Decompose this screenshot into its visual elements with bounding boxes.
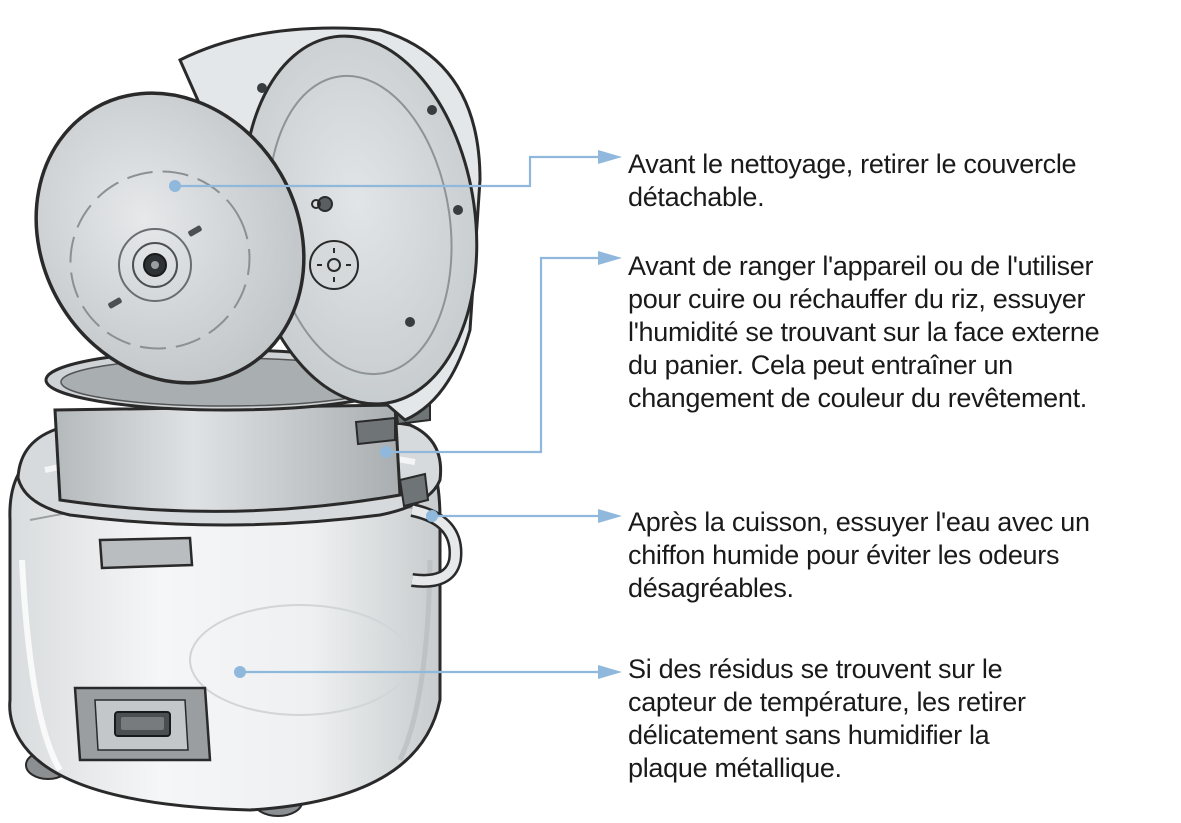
leader-dots xyxy=(169,180,438,678)
leader-lines xyxy=(175,155,600,674)
callout-line: Avant de ranger l'appareil ou de l'utili… xyxy=(628,251,1094,281)
leader-line-lid xyxy=(175,155,600,188)
callout-line: Avant le nettoyage, retirer le couvercle xyxy=(628,149,1077,179)
leader-arrows xyxy=(598,150,622,679)
callout-removable-lid: Avant le nettoyage, retirer le couvercle… xyxy=(628,148,1178,214)
callout-line: plaque métallique. xyxy=(628,753,842,783)
arrow-icon xyxy=(598,665,622,679)
callout-temperature-sensor: Si des résidus se trouvent sur le capteu… xyxy=(628,653,1178,785)
control-panel xyxy=(73,686,212,762)
callout-line: pour cuire ou réchauffer du riz, essuyer xyxy=(628,284,1086,314)
callout-line: désagréables. xyxy=(628,573,794,603)
callout-line: chiffon humide pour éviter les odeurs xyxy=(628,540,1060,570)
callout-line: changement de couleur du revêtement. xyxy=(628,383,1087,413)
callout-line: délicatement sans humidifier la xyxy=(628,720,990,750)
detachable-lid xyxy=(34,91,306,385)
main-lid xyxy=(178,26,482,422)
arrow-icon xyxy=(598,150,622,164)
leader-line-pot xyxy=(386,256,600,454)
front-latch xyxy=(98,536,194,570)
callout-steam-rim: Après la cuisson, essuyer l'eau avec un … xyxy=(628,506,1178,605)
callout-line: du panier. Cela peut entraîner un xyxy=(628,350,1013,380)
callout-inner-pot: Avant de ranger l'appareil ou de l'utili… xyxy=(628,250,1178,415)
callout-line: détachable. xyxy=(628,182,765,212)
arrow-icon xyxy=(598,509,622,523)
callout-line: Après la cuisson, essuyer l'eau avec un xyxy=(628,507,1090,537)
callout-line: Si des résidus se trouvent sur le xyxy=(628,654,1003,684)
callout-line: l'humidité se trouvant sur la face exter… xyxy=(628,317,1100,347)
arrow-icon xyxy=(598,251,622,265)
callout-line: capteur de température, les retirer xyxy=(628,687,1026,717)
